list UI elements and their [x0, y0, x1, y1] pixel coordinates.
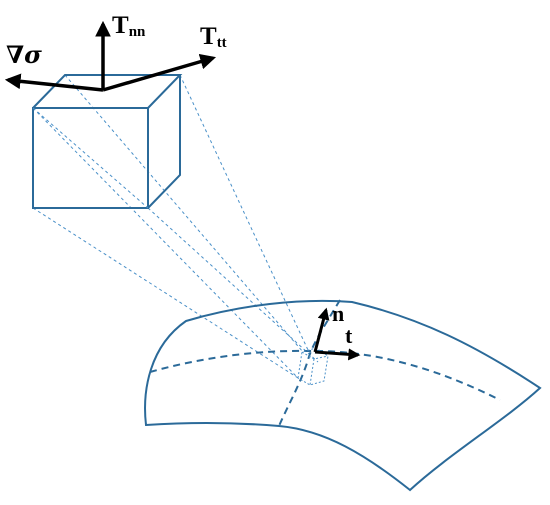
tangential-stress-arrow — [102, 53, 217, 92]
cube-diagonal — [32, 107, 149, 209]
tangential-stress-label-main: T — [200, 23, 217, 50]
normal-stress-label-main: T — [112, 12, 129, 39]
surface-outline — [144, 299, 542, 492]
normal-vector-label: n — [332, 301, 344, 326]
stress-vectors — [4, 20, 217, 92]
zoomed-cube — [32, 74, 183, 209]
normal-vector-arrow — [313, 307, 330, 353]
gradient-arrow — [4, 73, 104, 92]
tangential-stress-label: Ttt — [200, 23, 227, 51]
surface-element — [297, 347, 329, 386]
normal-stress-label: Tnn — [112, 12, 146, 40]
gradient-label: ∇σ — [6, 40, 42, 69]
surface-grid-line-horizontal — [149, 349, 501, 401]
surface-grid-line-vertical — [278, 299, 341, 427]
curved-surface — [144, 299, 542, 492]
tangent-vector-label: t — [345, 323, 353, 348]
tangential-stress-label-sub: tt — [217, 35, 227, 51]
normal-stress-label-sub: nn — [129, 24, 146, 40]
tangent-vector-arrow — [314, 348, 361, 361]
surface-vectors — [313, 307, 361, 361]
projection-lines — [32, 74, 319, 379]
